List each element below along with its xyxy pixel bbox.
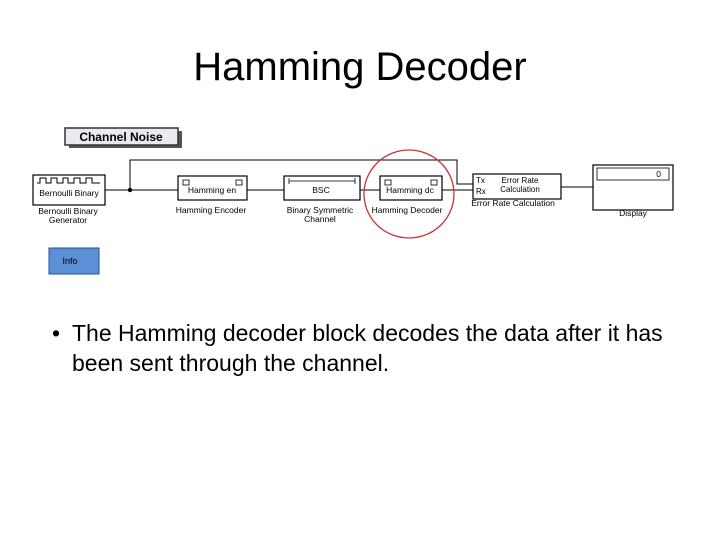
info-block[interactable]: Info [48, 247, 100, 275]
decoder-highlight-circle [363, 149, 455, 239]
generator-caption-line2: Generator [49, 215, 87, 225]
simulink-model-diagram: Channel Noise Bernoulli Binary Bernoulli… [32, 127, 674, 275]
decoder-icon-text: Hamming dc [386, 185, 434, 195]
channel-caption-line1: Binary Symmetric [287, 205, 354, 215]
error-rate-caption: Error Rate Calculation [471, 198, 555, 208]
error-rate-port-rx: Rx [476, 187, 486, 196]
error-rate-icon-line1: Error Rate [502, 176, 539, 185]
encoder-icon-text: Hamming en [188, 185, 236, 195]
generator-caption-line1: Bernoulli Binary [38, 206, 98, 216]
line-gen-branch [129, 159, 473, 190]
bernoulli-generator-block[interactable]: Bernoulli Binary [32, 174, 106, 206]
channel-caption-line2: Channel [304, 214, 336, 224]
error-rate-port-tx: Tx [476, 176, 485, 185]
channel-noise-annotation[interactable]: Channel Noise [64, 127, 182, 148]
display-block[interactable]: 0 [592, 164, 674, 211]
channel-icon-text: BSC [312, 185, 329, 195]
channel-noise-label: Channel Noise [79, 130, 163, 144]
decoder-caption: Hamming Decoder [372, 205, 443, 215]
info-label: Info [62, 256, 77, 266]
bullet-text: The Hamming decoder block decodes the da… [72, 320, 663, 376]
display-value: 0 [656, 169, 661, 179]
binary-symmetric-channel-block[interactable]: BSC [283, 175, 361, 201]
display-caption: Display [619, 208, 648, 218]
error-rate-icon-line2: Calculation [500, 185, 540, 194]
slide-title: Hamming Decoder [193, 45, 527, 89]
branch-point [127, 187, 133, 193]
hamming-encoder-block[interactable]: Hamming en [177, 175, 248, 201]
signal-lines [105, 159, 593, 191]
error-rate-calculation-block[interactable]: Tx Rx Error Rate Calculation [472, 173, 562, 200]
hamming-decoder-block[interactable]: Hamming dc [379, 175, 443, 201]
bullet-dot-icon: • [52, 320, 61, 346]
encoder-caption: Hamming Encoder [176, 205, 247, 215]
bullet-point: • The Hamming decoder block decodes the … [52, 318, 672, 378]
generator-icon-text: Bernoulli Binary [39, 188, 99, 198]
pulse-waveform-icon [37, 177, 100, 184]
